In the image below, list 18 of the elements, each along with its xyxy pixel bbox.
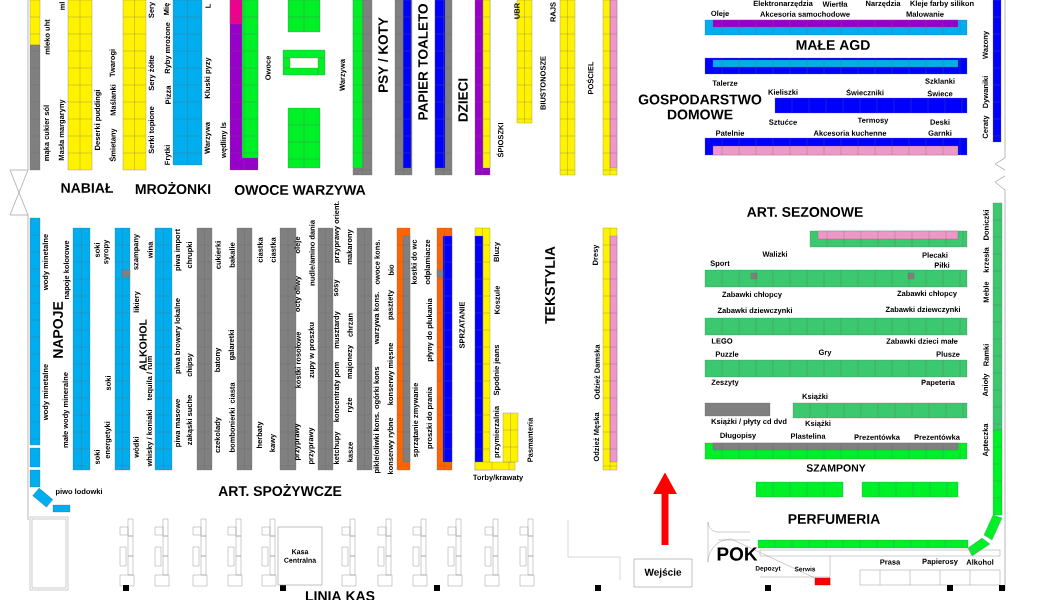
section-heading: PERFUMERIA [788, 514, 880, 524]
section-heading: ART. SEZONOWE [747, 207, 863, 217]
shelf-label: ALKOHOL [139, 319, 147, 371]
section-heading: ART. SPOŻYWCZE [218, 483, 342, 497]
section-heading: LINIA KAS [305, 591, 375, 600]
section-heading: NABIAŁ [61, 183, 113, 193]
section-heading: TEKSTYLIA [545, 246, 555, 324]
section-heading: OWOCE WARZYWA [234, 185, 366, 195]
section-heading: GOSPODARSTWO DOMOWE [638, 94, 762, 120]
section-heading: DZIECI [458, 78, 468, 122]
section-heading: MROŻONKI [135, 181, 211, 195]
shelf-label: SZAMPONY [806, 464, 866, 472]
section-heading: MAŁE AGD [796, 40, 870, 50]
entrance-box: Wejście [633, 558, 693, 588]
section-heading: PSY / KOTY [377, 17, 389, 92]
section-heading: PAPIER TOALETO [418, 4, 428, 120]
section-heading: NAPOJE [53, 301, 63, 358]
section-heading: POK [717, 547, 758, 561]
